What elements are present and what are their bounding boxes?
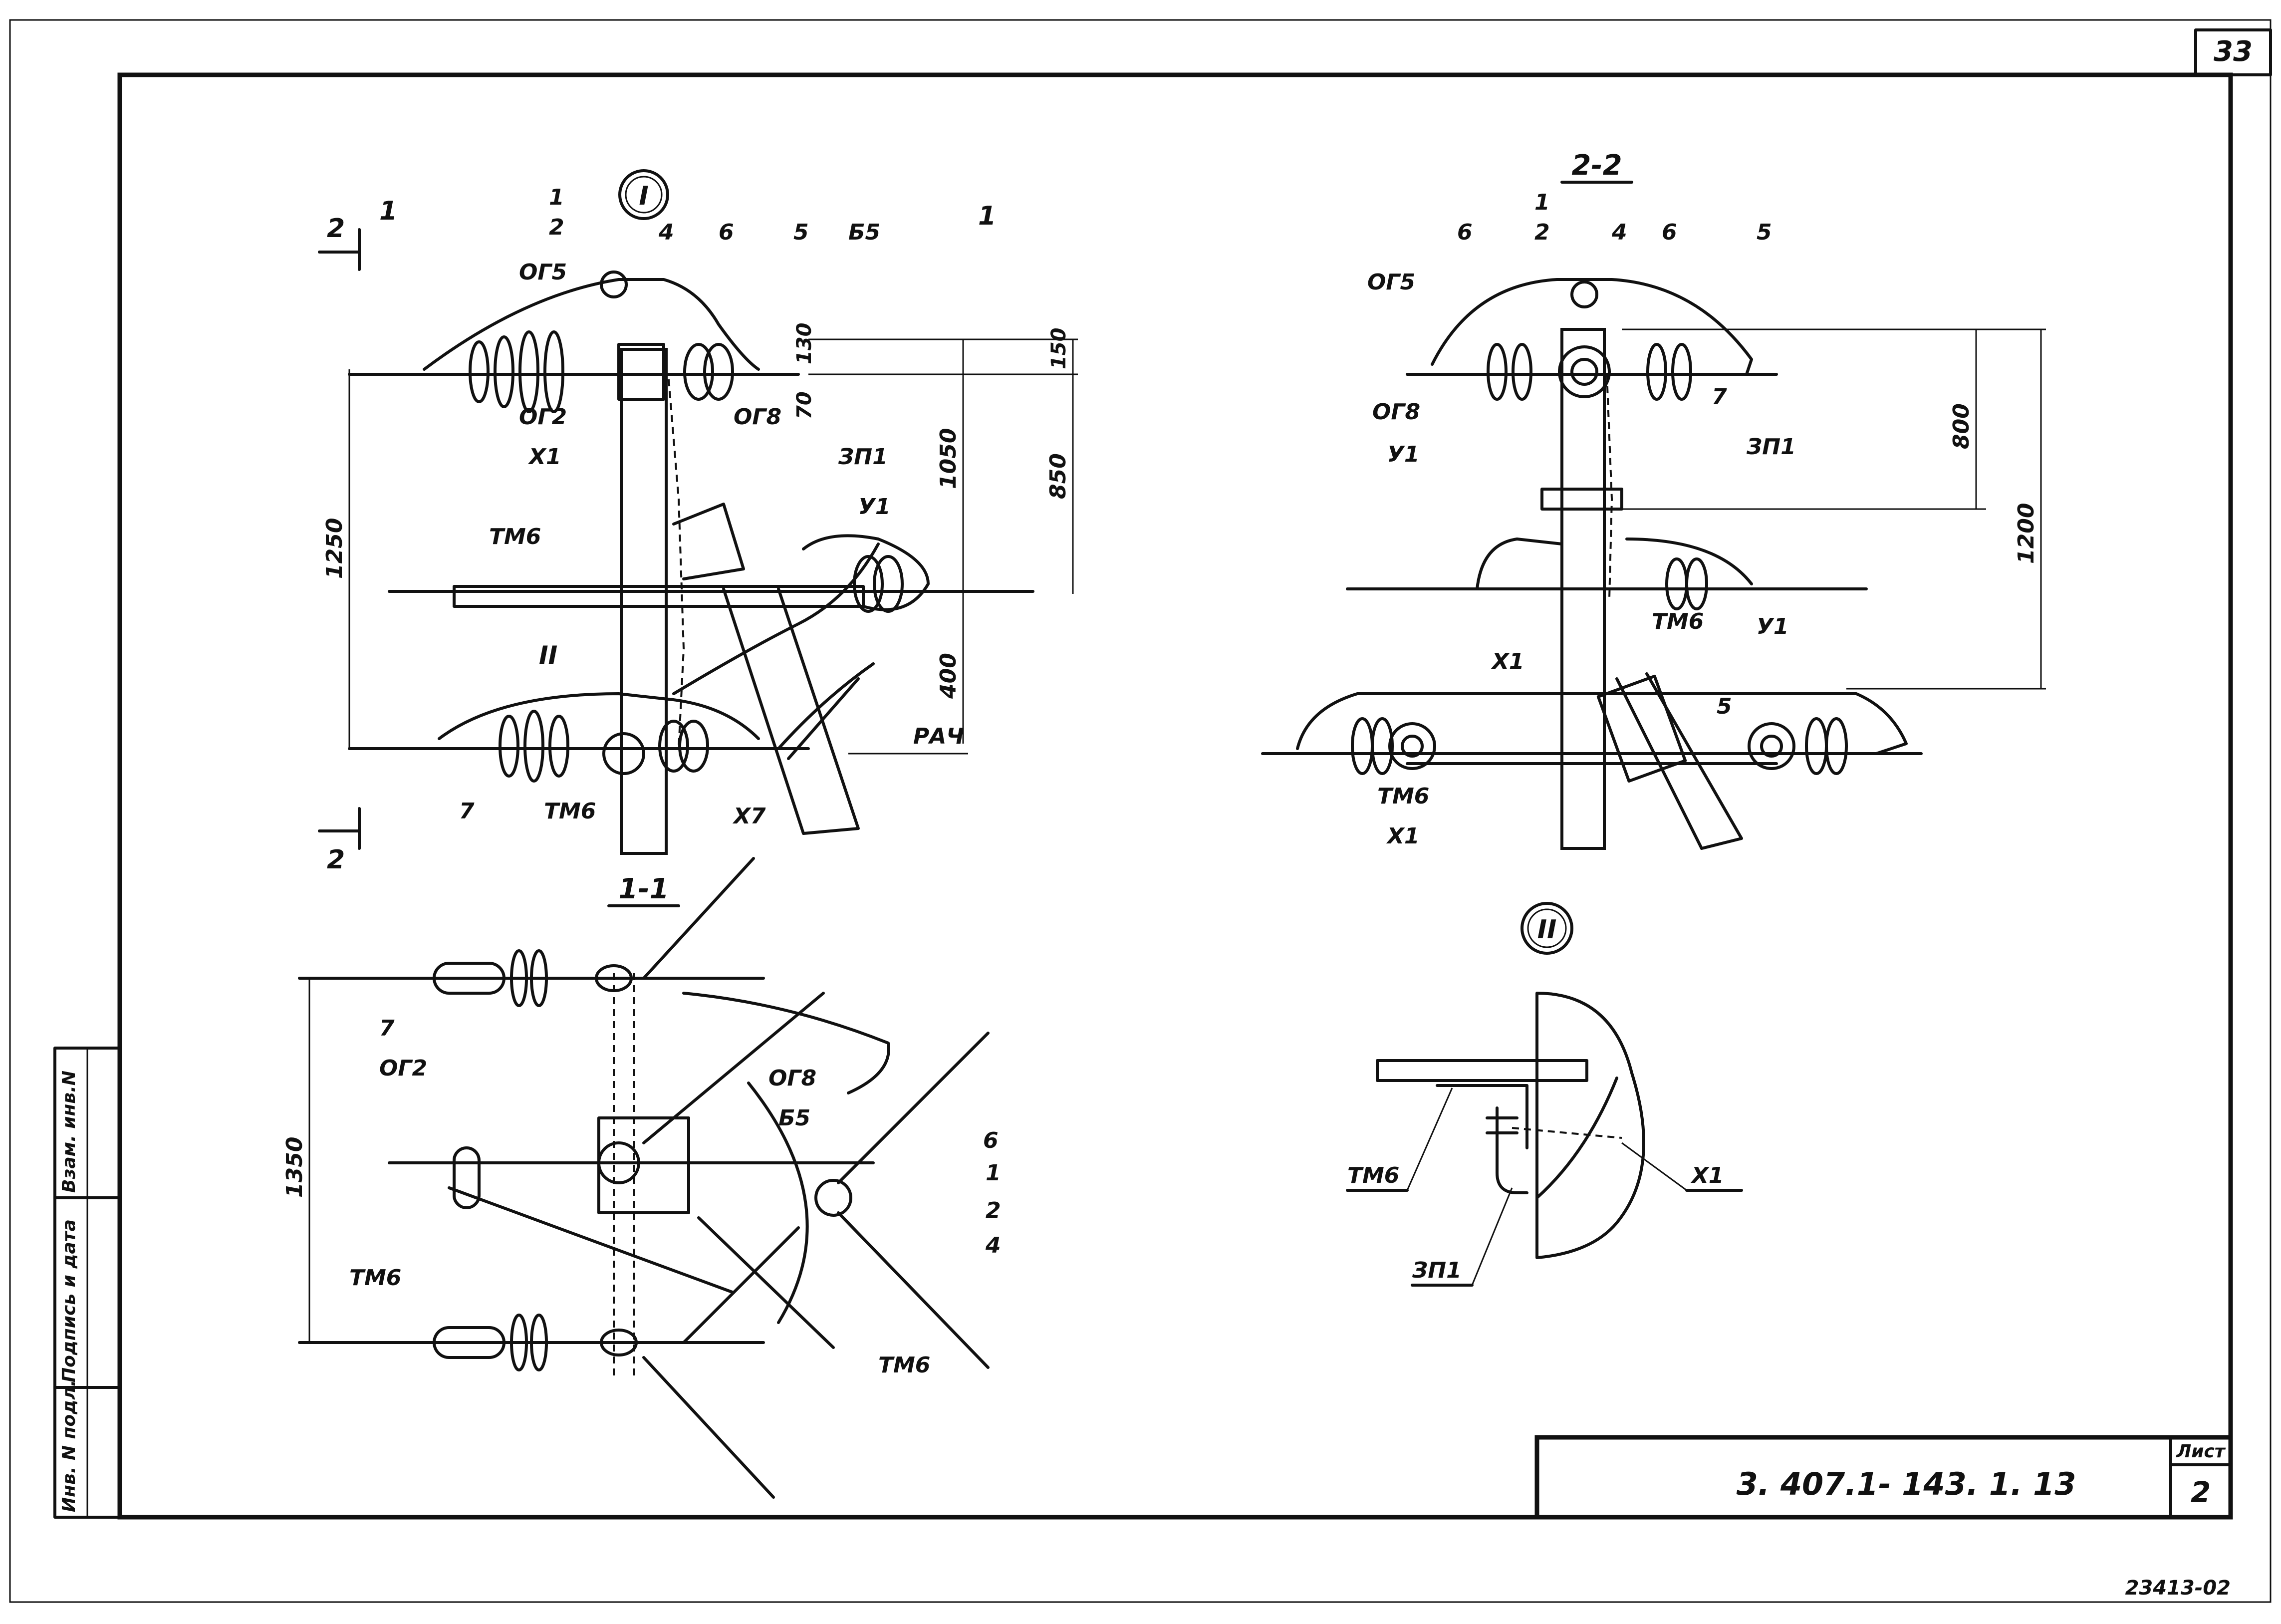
label-main-5: 5 [793, 220, 809, 245]
dim-main-1250: 1250 [322, 518, 347, 579]
dim-22-800: 800 [1949, 403, 1974, 449]
label-22-2: 2 [1534, 220, 1550, 245]
label-11-tm6-right: ТМ6 [878, 1353, 930, 1378]
dim-main-130: 130 [793, 323, 816, 365]
dim-main-850: 850 [1045, 453, 1071, 499]
detail-II-drawing [1376, 992, 1645, 1259]
view-1-1-drawing [298, 857, 990, 1499]
label-main-tm6-bottom: ТМ6 [544, 799, 596, 824]
dim-main-70: 70 [793, 391, 816, 419]
label-22-4: 4 [1611, 220, 1627, 245]
archive-number: 23413-02 [2125, 1577, 2231, 1600]
section-mark-2-top: 2 [327, 214, 345, 244]
label-11-1: 1 [986, 1160, 1001, 1186]
label-22-u1: У1 [1387, 442, 1420, 467]
label-main-u1: У1 [858, 494, 891, 520]
label-main-og2: ОГ2 [519, 404, 567, 430]
label-22-og8: ОГ8 [1372, 399, 1420, 425]
callout-I: I [618, 169, 669, 220]
label-main-rach: РАЧ [913, 724, 964, 749]
label-detail-x1: Х1 [1690, 1163, 1724, 1188]
label-main-og8: ОГ8 [734, 404, 781, 430]
label-main-6: 6 [719, 220, 734, 245]
label-11-tm6-left: ТМ6 [349, 1265, 401, 1291]
label-22-x1-bottom: Х1 [1386, 823, 1420, 849]
label-22-x1-mid: Х1 [1491, 649, 1524, 674]
stamp-podpis-data: Подпись и дата [59, 1219, 79, 1382]
label-main-2: 2 [549, 215, 564, 240]
view-2-2-title: 2-2 [1571, 149, 1622, 182]
dim-main-1050: 1050 [936, 428, 961, 489]
label-22-tm6-bottom: ТМ6 [1377, 784, 1429, 809]
label-11-6: 6 [983, 1128, 999, 1153]
label-22-zp1: ЗП1 [1746, 434, 1796, 460]
label-main-b5: Б5 [848, 220, 880, 245]
stamp-inv-podl: Инв. N подл. [59, 1380, 79, 1512]
label-11-4: 4 [985, 1233, 1001, 1258]
main-view-drawing [348, 271, 1078, 855]
callout-I-text: I [639, 181, 648, 211]
label-22-og5: ОГ5 [1367, 270, 1415, 295]
label-22-u1-b: У1 [1757, 614, 1789, 639]
page-number: 33 [2214, 35, 2253, 68]
label-main-tm6-top: ТМ6 [489, 524, 541, 549]
label-main-1: 1 [549, 185, 564, 210]
label-main-og5: ОГ5 [519, 260, 567, 285]
label-22-5: 5 [1757, 220, 1772, 245]
label-11-og8: ОГ8 [768, 1066, 816, 1091]
callout-II-text: II [1537, 915, 1557, 945]
stamp-vzam-inv: Взам. инв.N [59, 1071, 79, 1193]
dim-main-400: 400 [936, 653, 961, 699]
label-11-7: 7 [379, 1016, 395, 1041]
dim-main-150: 150 [1047, 328, 1070, 370]
label-detail-zp1: ЗП1 [1412, 1258, 1462, 1283]
label-22-7: 7 [1712, 384, 1727, 410]
label-22-5-b: 5 [1717, 694, 1732, 719]
label-22-tm6-mid: ТМ6 [1652, 609, 1704, 634]
label-22-6b: 6 [1662, 220, 1677, 245]
label-11-b5: Б5 [778, 1105, 810, 1131]
label-22-6a: 6 [1457, 220, 1473, 245]
label-main-zp1: ЗП1 [838, 444, 888, 470]
drawing-designation: 3. 407.1- 143. 1. 13 [1737, 1466, 2076, 1502]
section-mark-1-left: 1 [379, 196, 397, 226]
section-mark-1-right: 1 [978, 201, 996, 231]
label-main-x7: Х7 [732, 804, 766, 829]
view-2-2-drawing [1261, 278, 2046, 850]
callout-II: II [1521, 902, 1573, 955]
sheet-number: 2 [2191, 1475, 2211, 1509]
section-mark-2-bottom: 2 [327, 845, 345, 875]
view-1-1-title: 1-1 [618, 873, 669, 905]
dim-11-1350: 1350 [282, 1137, 307, 1198]
dim-22-1200: 1200 [2014, 503, 2039, 564]
label-main-detail-ref: II [539, 641, 557, 670]
label-11-2: 2 [986, 1198, 1001, 1223]
label-detail-tm6: ТМ6 [1347, 1163, 1399, 1188]
label-main-7: 7 [459, 799, 475, 824]
sheet-label: Лист [2176, 1441, 2226, 1462]
sheet-frame [9, 19, 2272, 1603]
label-11-og2: ОГ2 [379, 1056, 427, 1081]
label-main-4: 4 [658, 220, 674, 245]
label-22-1: 1 [1534, 190, 1550, 215]
label-main-x1: Х1 [527, 444, 561, 470]
